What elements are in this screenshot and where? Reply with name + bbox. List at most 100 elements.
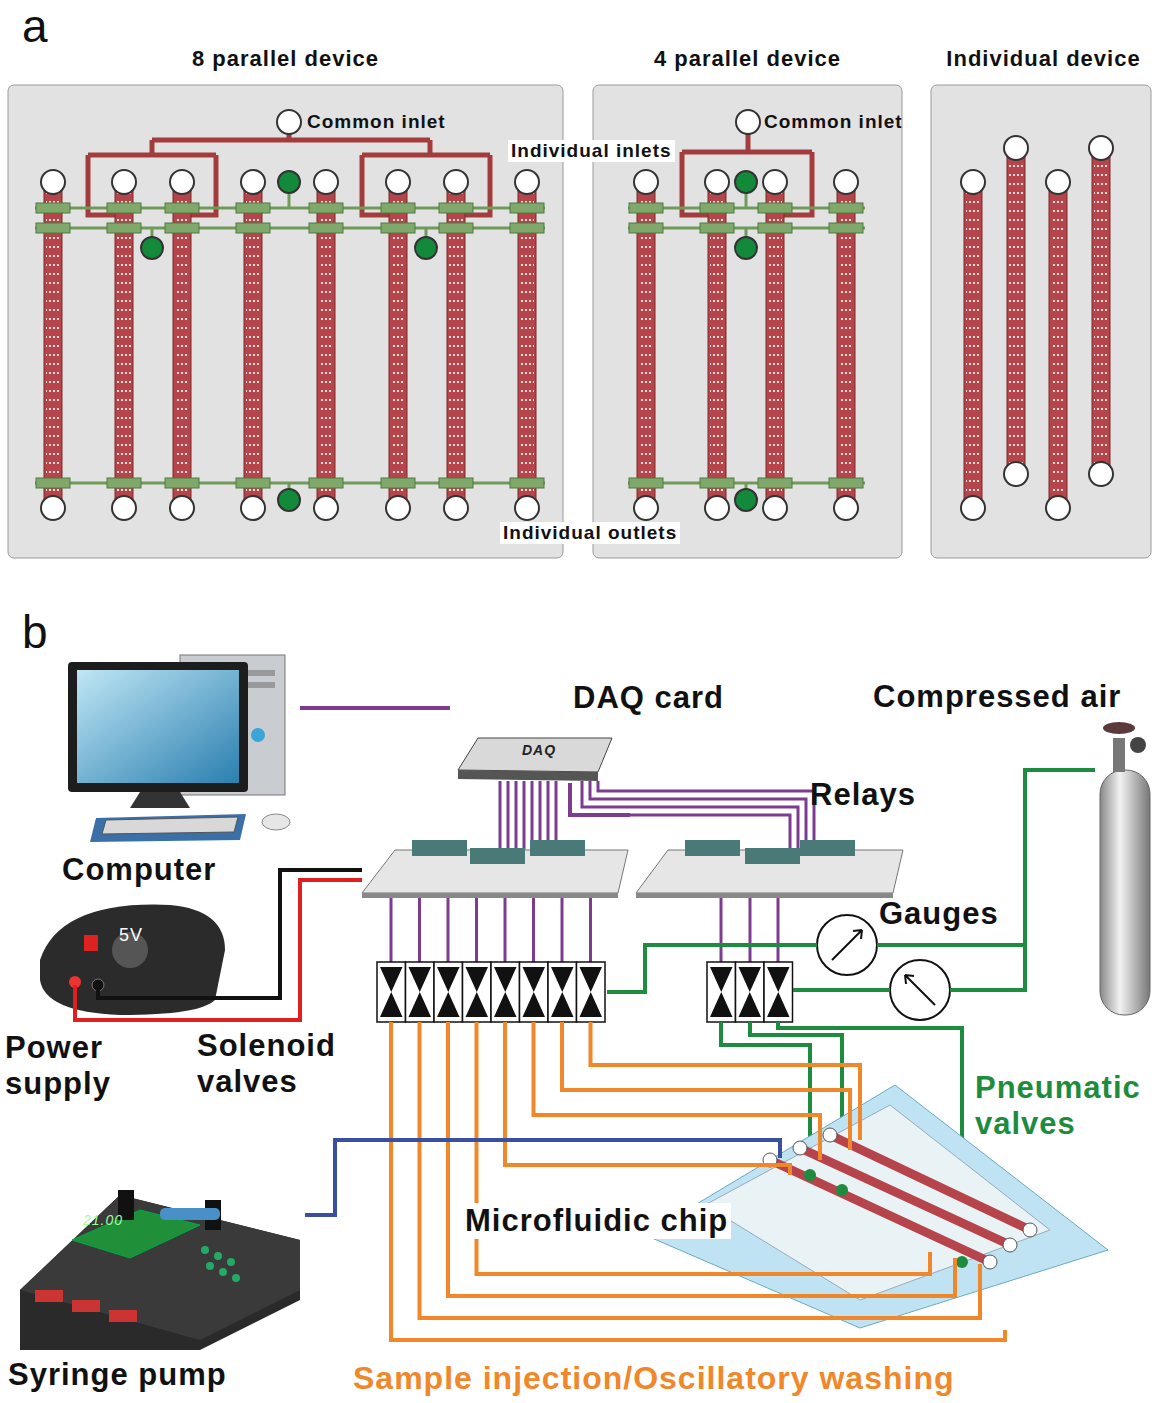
microchannels — [314, 170, 338, 194]
power-wires — [75, 880, 362, 1020]
microchannels — [700, 223, 734, 233]
valve-symbols — [580, 967, 603, 1017]
power-wires — [98, 870, 362, 998]
panel-letter: a — [22, 0, 49, 53]
microchannels — [510, 203, 544, 213]
microchannels — [700, 478, 734, 488]
gauges — [905, 975, 935, 1005]
microchannels — [961, 496, 985, 520]
relay-boards — [412, 840, 467, 856]
microchannels — [763, 170, 787, 194]
gas-cylinder — [1113, 738, 1125, 772]
inlet-tree — [88, 134, 812, 215]
microchannels — [141, 237, 163, 259]
signal-wires — [515, 781, 518, 850]
signal-wires — [598, 781, 814, 850]
valve-symbols — [409, 967, 432, 1017]
syringe-pump — [201, 1246, 209, 1254]
component-label: Syringe pump — [8, 1357, 227, 1393]
microchannels — [1009, 148, 1023, 474]
inlet-tree — [682, 134, 812, 215]
valve-symbols — [767, 967, 790, 1017]
microchannels — [241, 496, 265, 520]
microchannels — [1007, 148, 1025, 474]
microfluidic-chip — [804, 1169, 968, 1268]
microchannels — [170, 496, 194, 520]
microchannels — [309, 478, 343, 488]
device-readout: 21.00 — [83, 1212, 123, 1228]
component-label: Relays — [810, 777, 916, 813]
microchannels — [961, 170, 985, 194]
signal-wires — [499, 781, 502, 850]
power-wires — [75, 870, 362, 1020]
relay-boards — [362, 893, 618, 898]
microchannels — [515, 170, 539, 194]
connector-line — [300, 706, 450, 710]
computer-icon — [68, 662, 248, 792]
microchannels — [381, 223, 415, 233]
component-label: 4 parallel device — [593, 46, 902, 71]
syringe-pump — [20, 1190, 300, 1350]
microchannels — [36, 223, 70, 233]
gas-cylinder — [1100, 770, 1150, 1015]
valve-symbols — [764, 962, 793, 1022]
microchannels — [829, 223, 863, 233]
connector-line — [391, 1105, 1005, 1340]
valve-symbols — [380, 967, 403, 1017]
microchannels — [829, 203, 863, 213]
microchannels — [439, 478, 473, 488]
syringe-pump — [35, 1290, 137, 1322]
microchannels — [735, 237, 757, 259]
device-readout: 5V — [119, 925, 143, 946]
component-node: 8 parallel device — [8, 40, 567, 558]
microchannels — [439, 223, 473, 233]
device-panels — [8, 85, 1151, 558]
microchannels — [277, 110, 301, 134]
microchannels — [964, 182, 982, 508]
component-node: Gauges — [815, 900, 1010, 1025]
connector-line — [305, 1140, 460, 1215]
microfluidic-chip — [763, 1128, 1037, 1269]
valve-symbols — [494, 967, 517, 1017]
computer-icon — [251, 728, 265, 742]
microchannels — [705, 170, 729, 194]
microchannels — [1092, 148, 1110, 474]
fluid-lines — [448, 1022, 955, 1296]
microchannels — [165, 478, 199, 488]
microchannels — [629, 223, 663, 233]
computer-icon — [68, 655, 290, 842]
valve-symbols — [577, 962, 606, 1022]
microchannels — [41, 170, 65, 194]
component-label: DAQ card — [573, 680, 724, 716]
valve-symbols — [434, 962, 463, 1022]
signal-wires — [531, 781, 534, 850]
microchannels — [1046, 170, 1070, 194]
signal-wires — [749, 898, 752, 962]
valve-symbols — [406, 962, 435, 1022]
microchannels — [763, 496, 787, 520]
microchannels — [966, 182, 980, 508]
syringe-pump — [109, 1310, 137, 1322]
valve-symbols — [523, 967, 546, 1017]
microchannels — [236, 478, 270, 488]
component-label: Power supply — [5, 1030, 170, 1101]
device-panels — [8, 85, 563, 558]
relay-boards — [685, 840, 740, 856]
annotation-label: Sample injection/Oscillatory washing — [353, 1360, 954, 1397]
syringe-pump — [219, 1268, 227, 1276]
microchannels — [1046, 496, 1070, 520]
microfluidic-chip — [983, 1255, 997, 1269]
microfluidic-chip — [836, 1184, 848, 1196]
relay-boards — [745, 848, 800, 864]
syringe-line — [460, 1140, 780, 1158]
microchannels — [700, 203, 734, 213]
signal-wires — [418, 898, 421, 962]
syringe-pump — [160, 1208, 220, 1220]
component-node: Syringe pump 21.00 — [5, 1185, 305, 1395]
microchannels — [1004, 462, 1028, 486]
annotation-label: Common inlet — [764, 111, 903, 133]
microchannels — [634, 496, 658, 520]
microchannels — [309, 223, 343, 233]
fluid-lines — [562, 1022, 850, 1150]
fluid-lines — [505, 1022, 790, 1175]
